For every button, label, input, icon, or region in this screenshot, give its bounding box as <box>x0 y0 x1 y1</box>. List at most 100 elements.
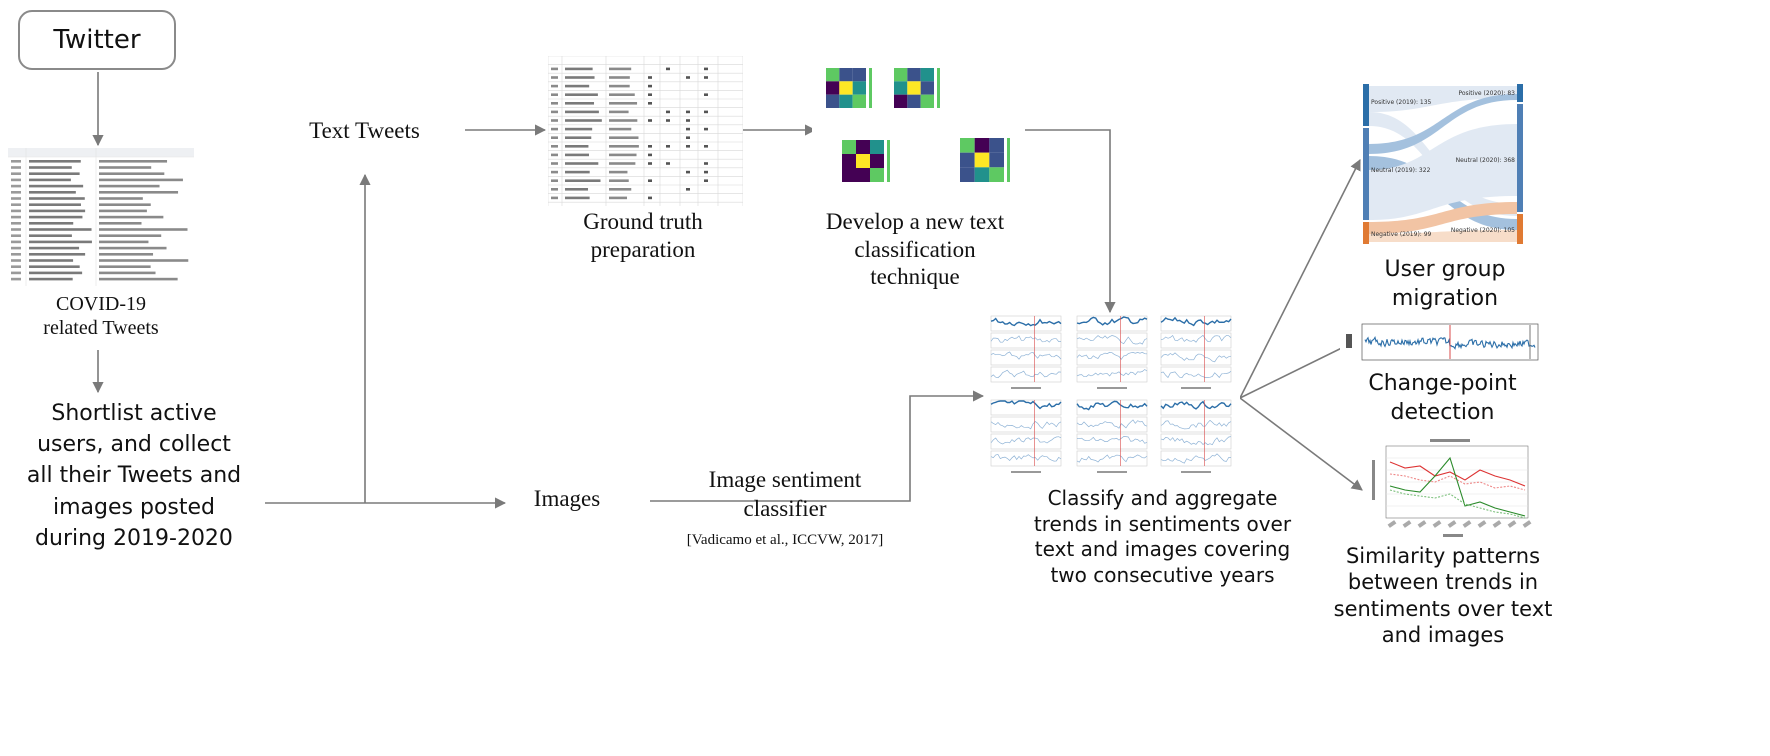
similarity-series-line <box>1389 456 1526 517</box>
spreadsheet-cell-mark <box>11 246 21 250</box>
confusion-matrix-cell <box>960 167 975 182</box>
user-group-label: User group migration <box>1384 257 1506 311</box>
spreadsheet-cell-mark <box>99 191 179 194</box>
spreadsheet-cell-mark <box>29 172 80 175</box>
spreadsheet-cell-mark <box>29 253 86 256</box>
confusion-matrix-cell <box>907 68 921 82</box>
spreadsheet-cell-mark <box>29 271 83 275</box>
spreadsheet-cell-mark <box>29 234 72 237</box>
trend-subplot-frame <box>1160 332 1232 349</box>
similarity-tick-mark <box>1507 520 1517 528</box>
spreadsheet-cell-mark <box>609 127 632 131</box>
spreadsheet-cell-mark <box>99 160 168 163</box>
spreadsheet-cell-mark <box>99 178 183 182</box>
confusion-matrix-colorbar <box>869 68 872 108</box>
sankey-label-pos2020: Positive (2020): 83 <box>1458 90 1515 97</box>
spreadsheet-cell-mark <box>99 277 178 281</box>
spreadsheet-cell-mark <box>99 240 149 244</box>
spreadsheet-cell-mark <box>11 271 21 275</box>
confusion-matrix-cell <box>974 138 990 153</box>
spreadsheet-cell-mark <box>29 246 80 250</box>
spreadsheet-cell-mark <box>609 84 630 88</box>
develop-technique-label: Develop a new text classification techni… <box>825 209 1005 290</box>
trend-series-line <box>1160 352 1232 363</box>
spreadsheet-cell-mark <box>704 179 708 182</box>
spreadsheet-cell-mark <box>29 191 76 194</box>
spreadsheet-cell-mark <box>11 160 21 163</box>
spreadsheet-cell-mark <box>648 93 652 96</box>
spreadsheet-cell-mark <box>11 240 21 244</box>
trend-series-line <box>990 335 1062 343</box>
confusion-matrices-thumbnail <box>812 58 1022 198</box>
similarity-tick-mark <box>1447 520 1457 528</box>
trend-series-line <box>990 454 1062 462</box>
confusion-matrix-colorbar <box>937 68 940 108</box>
citation-label: [Vadicamo et al., ICCVW, 2017] <box>686 532 884 548</box>
spreadsheet-cell-mark <box>551 127 558 131</box>
spreadsheet-cell-mark <box>565 76 595 79</box>
trend-series-line <box>1160 316 1232 327</box>
spreadsheet-cell-mark <box>609 188 632 191</box>
confusion-matrix-cell <box>920 68 934 82</box>
spreadsheet-cell-mark <box>11 172 21 175</box>
change-point-label: Change-point detection <box>1368 371 1517 425</box>
spreadsheet-cell-mark <box>565 119 602 122</box>
spreadsheet-cell-mark <box>686 145 690 148</box>
trend-subplot-frame <box>1076 416 1148 433</box>
trend-series-line <box>1160 400 1232 410</box>
trend-series-line <box>990 421 1062 430</box>
spreadsheet-cell-mark <box>99 197 143 200</box>
confusion-matrix-cell <box>842 140 856 154</box>
similarity-lines-thumbnail <box>1368 438 1533 540</box>
similarity-tick-mark <box>1522 520 1532 528</box>
spreadsheet-cell-mark <box>609 102 638 105</box>
spreadsheet-cell-mark <box>565 136 592 139</box>
confusion-matrix-cell <box>960 152 975 168</box>
confusion-matrix-cell <box>894 68 908 82</box>
spreadsheet-cell-mark <box>29 166 72 169</box>
spreadsheet-cell-mark <box>565 179 601 182</box>
spreadsheet-cell-mark <box>609 110 629 114</box>
similarity-series-line <box>1389 461 1526 487</box>
spreadsheet-cell-mark <box>29 222 74 225</box>
sankey-label-neg2020: Negative (2020): 105 <box>1451 227 1515 234</box>
spreadsheet-cell-mark <box>648 179 652 182</box>
ground-truth-spreadsheet-thumbnail <box>548 56 743 206</box>
trend-subplot-frame <box>1076 349 1148 366</box>
classify-aggregate-label: Classify and aggregate trends in sentime… <box>1033 486 1292 587</box>
spreadsheet-cell-mark <box>704 162 708 165</box>
confusion-matrix-cell <box>839 94 853 108</box>
confusion-matrix-cell <box>907 81 921 95</box>
tweets-spreadsheet-thumbnail <box>8 148 194 286</box>
spreadsheet-cell-mark <box>11 178 21 182</box>
spreadsheet-cell-mark <box>11 259 21 262</box>
similarity-tick-mark <box>1402 520 1412 528</box>
trend-subplot-frame <box>1076 366 1148 383</box>
trend-series-line <box>1076 454 1148 463</box>
spreadsheet-cell-mark <box>648 84 652 88</box>
trend-subplot-frame <box>1160 366 1232 383</box>
arrow-to-similarity <box>1239 397 1363 491</box>
trend-caption-mark <box>1181 471 1211 473</box>
spreadsheet-cell-mark <box>29 240 92 244</box>
spreadsheet-cell-mark <box>29 197 85 200</box>
confusion-matrix-cell <box>989 167 1004 182</box>
spreadsheet-cell-mark <box>29 209 86 213</box>
trend-series-line <box>1160 334 1232 343</box>
change-point-timeseries-thumbnail <box>1340 322 1540 364</box>
confusion-matrix-cell <box>842 168 856 182</box>
trend-subplot-frame <box>1076 433 1148 450</box>
confusion-matrix-cell <box>870 140 884 154</box>
spreadsheet-cell-mark <box>686 170 690 174</box>
trend-series-line <box>1076 335 1148 345</box>
confusion-matrix-cell <box>894 81 908 95</box>
confusion-matrix-cell <box>839 81 853 95</box>
confusion-matrix-cell <box>989 138 1004 153</box>
spreadsheet-cell-mark <box>609 67 632 71</box>
sankey-label-neg2019: Negative (2019): 99 <box>1371 231 1432 238</box>
spreadsheet-cell-mark <box>551 136 558 139</box>
spreadsheet-cell-mark <box>648 145 652 148</box>
similarity-tick-mark <box>1492 520 1502 528</box>
spreadsheet-cell-mark <box>551 179 558 182</box>
spreadsheet-cell-mark <box>99 215 164 219</box>
